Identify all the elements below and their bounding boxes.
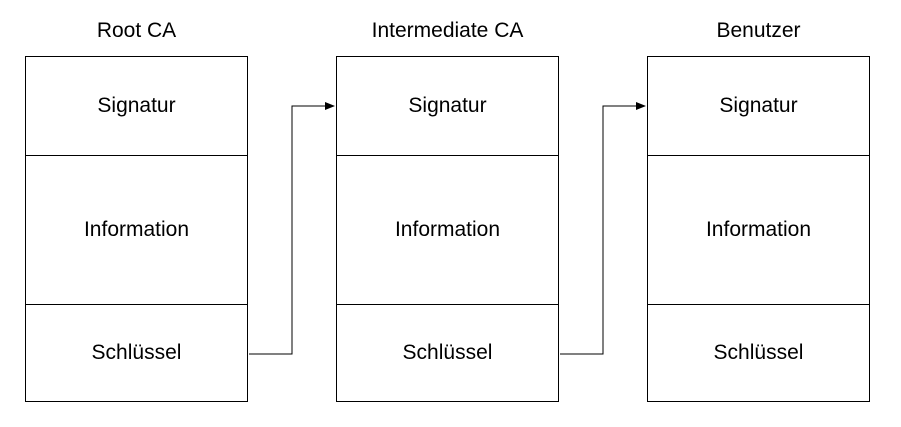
intermediate-ca-information: Information	[337, 155, 558, 304]
intermediate-ca-key: Schlüssel	[337, 304, 558, 401]
root-ca-signature: Signatur	[97, 94, 176, 117]
root-ca-certificate: Signatur Information Schlüssel	[25, 56, 248, 402]
root-ca-key: Schlüssel	[26, 304, 247, 401]
arrow-intermediate-key-to-user-signature	[560, 102, 646, 355]
root-ca-information: Information	[26, 155, 247, 304]
root-ca-title: Root CA	[96, 19, 177, 42]
user-signature: Signatur	[719, 94, 798, 117]
intermediate-ca-certificate: Signatur Information Schlüssel	[336, 56, 559, 402]
user-information: Information	[648, 155, 869, 304]
arrow-root-key-to-intermediate-signature	[249, 102, 335, 355]
user-title: Benutzer	[716, 19, 801, 42]
intermediate-ca-title: Intermediate CA	[371, 19, 524, 42]
user-key: Schlüssel	[648, 304, 869, 401]
user-certificate: Signatur Information Schlüssel	[647, 56, 870, 402]
intermediate-ca-signature: Signatur	[408, 94, 487, 117]
